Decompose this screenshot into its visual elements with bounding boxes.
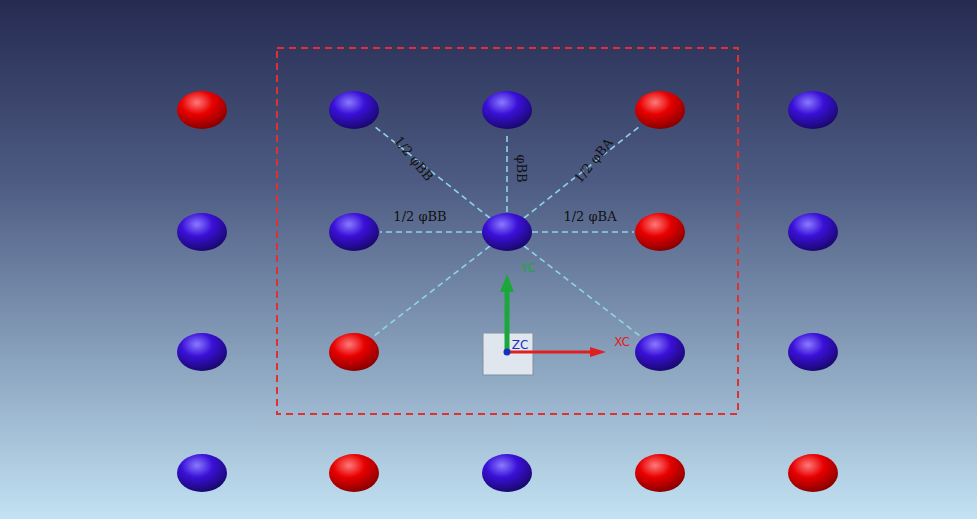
cell-boundary [277, 48, 738, 414]
bond-energy-label: 1/2 φBA [563, 210, 616, 223]
axis-label: ZC [512, 339, 529, 351]
atoms [177, 91, 838, 492]
bond-energy-label: 1/2 φBB [392, 133, 436, 183]
axis-label: YC [520, 262, 535, 274]
bond-energy-label: φBB [515, 154, 528, 182]
bond-energy-label: 1/2 φBB [393, 210, 446, 223]
bond-energy-label: 1/2 φBA [572, 135, 616, 184]
axis-triad [483, 274, 606, 375]
axis-label: XC [614, 336, 630, 348]
